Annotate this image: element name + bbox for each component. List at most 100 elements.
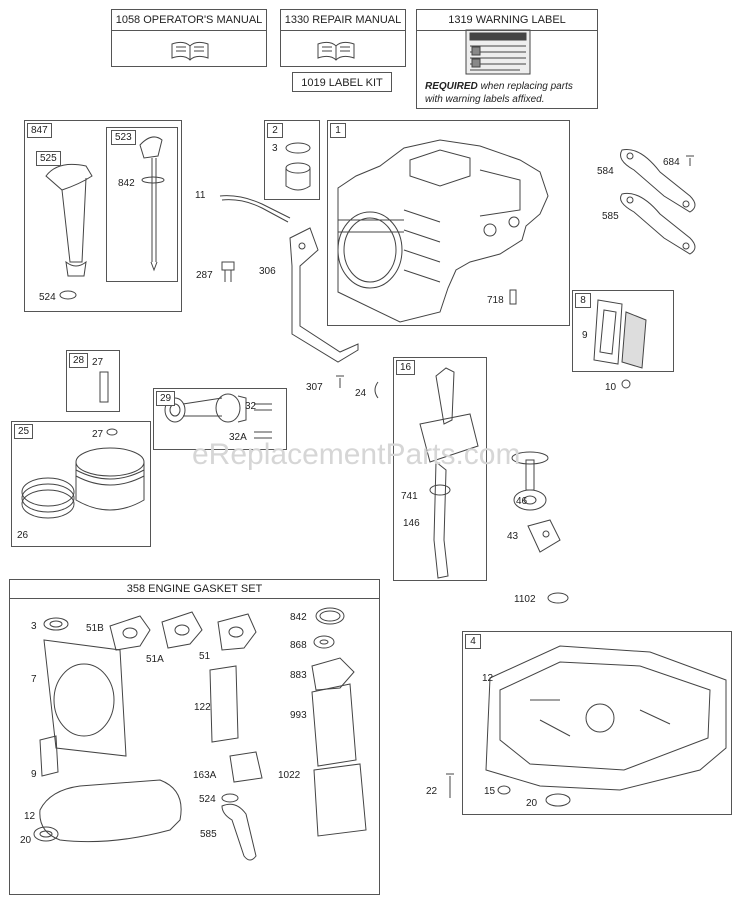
part-43-label[interactable]: 43 [507,531,519,542]
warning-label-title: 1319 WARNING LABEL [417,10,597,31]
screw-307-drawing [336,375,344,388]
gasket-part-3-label[interactable]: 3 [31,621,37,632]
sump-part-15-label[interactable]: 15 [484,786,496,797]
part-524-label[interactable]: 524 [39,292,56,303]
gasket-part-51b-label[interactable]: 51B [86,623,104,634]
assembly-29-tag[interactable]: 29 [156,391,176,406]
part-32a-label[interactable]: 32A [229,432,247,443]
gasket-part-12-label[interactable]: 12 [24,811,36,822]
assembly-1-tag[interactable]: 1 [330,123,346,138]
assembly-523-box[interactable] [106,127,178,282]
repair-manual-label: 1330 REPAIR MANUAL [281,10,405,31]
clip-24-drawing [374,381,379,399]
gasket-part-868-label[interactable]: 868 [290,640,307,651]
exhaust-gasket-drawing [620,148,696,255]
governor-43-drawing [527,519,561,553]
part-287-label[interactable]: 287 [196,270,213,281]
part-306-label[interactable]: 306 [259,266,276,277]
assembly-16-box[interactable] [393,357,487,581]
part-1102-label[interactable]: 1102 [514,594,536,605]
seal-1102-drawing [547,592,569,604]
part-24-label[interactable]: 24 [355,388,367,399]
part-842-label[interactable]: 842 [118,178,135,189]
repair-manual-book-icon [317,41,355,61]
sump-part-22-label[interactable]: 22 [426,786,438,797]
part-11-label[interactable]: 11 [195,190,206,201]
assembly-16-tag[interactable]: 16 [396,360,416,375]
gasket-part-51a-label[interactable]: 51A [146,654,164,665]
gasket-part-993-label[interactable]: 993 [290,710,307,721]
gasket-part-163a-label[interactable]: 163A [193,770,217,781]
label-kit-label: 1019 LABEL KIT [301,77,383,89]
required-note-line-1: when replacing parts [477,81,573,92]
gasket-set-drawings [33,607,367,861]
cam-gear-drawing [511,451,549,511]
connecting-rod-drawing [164,393,272,439]
crankshaft-drawing [419,367,479,579]
sump-part-20-label[interactable]: 20 [526,798,538,809]
part-584-label[interactable]: 584 [597,166,614,177]
gasket-part-524-label[interactable]: 524 [199,794,216,805]
screw-10-drawing [621,379,631,389]
operators-manual-box[interactable]: 1058 OPERATOR'S MANUAL [111,9,267,67]
assembly-523-tag[interactable]: 523 [111,130,136,145]
required-note: REQUIRED when replacing parts with warni… [425,80,573,106]
part-146-label[interactable]: 146 [403,518,420,529]
assembly-525-tag[interactable]: 525 [36,151,61,166]
assembly-25-box[interactable] [11,421,151,547]
warning-label-icon [465,29,531,75]
sump-part-12-label[interactable]: 12 [482,673,494,684]
gasket-part-9-label[interactable]: 9 [31,769,37,780]
part-9-label[interactable]: 9 [582,330,588,341]
assembly-2-tag[interactable]: 2 [267,123,283,138]
part-684-label[interactable]: 684 [663,157,680,168]
valve-seal-drawing [285,142,311,191]
part-741-label[interactable]: 741 [401,491,418,502]
repair-manual-box[interactable]: 1330 REPAIR MANUAL [280,9,406,67]
gasket-part-20-label[interactable]: 20 [20,835,32,846]
gasket-part-883-label[interactable]: 883 [290,670,307,681]
required-note-bold: REQUIRED [425,81,478,92]
gasket-part-122-label[interactable]: 122 [194,702,211,713]
assembly-847-box[interactable] [24,120,182,312]
engine-gasket-set-box[interactable]: 358 ENGINE GASKET SET [9,579,380,895]
bracket-306-drawing [289,227,359,363]
assembly-847-tag[interactable]: 847 [27,123,52,138]
bolt-287-drawing [221,261,235,282]
label-kit-box[interactable]: 1019 LABEL KIT [292,72,392,92]
part-46-label[interactable]: 46 [516,496,528,507]
part-718-label[interactable]: 718 [487,295,504,306]
gasket-part-7-label[interactable]: 7 [31,674,37,685]
dowel-pin-drawing [509,289,517,305]
assembly-28-box[interactable] [66,350,120,412]
assembly-8-box[interactable] [572,290,674,372]
part-307-label[interactable]: 307 [306,382,323,393]
warning-label-box[interactable]: 1319 WARNING LABEL REQUIRED when replaci… [416,9,598,109]
assembly-25-tag[interactable]: 25 [14,424,34,439]
valve-cover-gasket-drawing [593,299,647,369]
seal-20-drawing [545,793,571,807]
part-585-label[interactable]: 585 [602,211,619,222]
assembly-4-box[interactable] [462,631,732,815]
assembly-1-box[interactable] [327,120,570,326]
part-27-piston-label[interactable]: 27 [92,429,104,440]
gasket-part-51-label[interactable]: 51 [199,651,211,662]
part-27-label[interactable]: 27 [92,357,104,368]
cylinder-block-drawing [337,139,549,323]
part-32-label[interactable]: 32 [245,401,257,412]
required-note-line-2: with warning labels affixed. [425,94,545,105]
part-10-label[interactable]: 10 [605,382,617,393]
gasket-part-1022-label[interactable]: 1022 [278,770,301,781]
breather-tube-drawing [219,195,291,223]
part-3-label[interactable]: 3 [272,143,278,154]
assembly-8-tag[interactable]: 8 [575,293,591,308]
part-26-label[interactable]: 26 [17,530,29,541]
gasket-part-585-label[interactable]: 585 [200,829,217,840]
gasket-part-842-label[interactable]: 842 [290,612,307,623]
assembly-28-tag[interactable]: 28 [69,353,89,368]
watermark-text: eReplacementParts.com [192,438,521,471]
assembly-2-box[interactable] [264,120,320,200]
assembly-4-tag[interactable]: 4 [465,634,481,649]
assembly-29-box[interactable] [153,388,287,450]
